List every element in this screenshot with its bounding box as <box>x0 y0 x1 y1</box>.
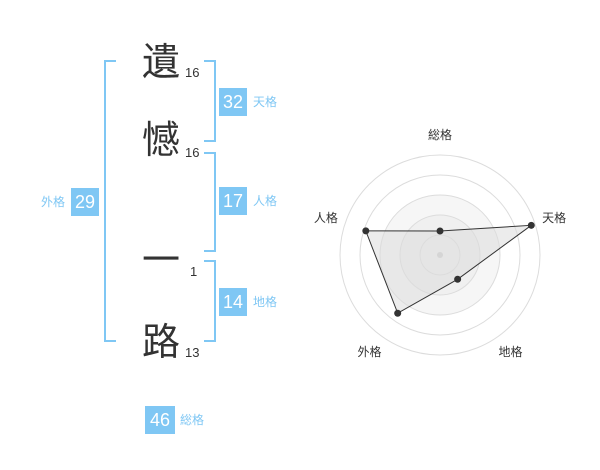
jinkaku-label: 人格 <box>253 194 278 208</box>
stroke-count-1: 16 <box>185 65 200 80</box>
stroke-count-2: 16 <box>185 145 200 160</box>
soukaku-label: 総格 <box>180 413 205 427</box>
radar-series-polygon <box>365 224 533 314</box>
soukaku-value: 46 <box>145 406 175 434</box>
radar-point-4 <box>362 227 370 235</box>
gaikaku-value: 29 <box>71 188 99 216</box>
gaikaku-bracket <box>104 60 116 342</box>
radar-axis-label-4: 人格 <box>314 210 338 225</box>
radar-point-0 <box>436 227 444 235</box>
jinkaku-value: 17 <box>219 187 247 215</box>
name-char-3: 一 <box>141 238 180 282</box>
radar-axis-label-3: 外格 <box>357 344 381 359</box>
radar-point-1 <box>527 221 535 229</box>
name-char-4: 路 <box>141 320 180 364</box>
tenkaku-label: 天格 <box>253 95 278 109</box>
tenkaku-bracket <box>204 60 216 142</box>
gaikaku-label: 外格 <box>41 195 66 209</box>
chikaku-label: 地格 <box>253 295 278 309</box>
tenkaku-value: 32 <box>219 88 247 116</box>
stroke-count-3: 1 <box>190 264 198 279</box>
jinkaku-bracket <box>204 152 216 252</box>
radar-point-3 <box>394 309 402 317</box>
chikaku-bracket <box>204 260 216 342</box>
chikaku-value: 14 <box>219 288 247 316</box>
radar-axis-label-0: 総格 <box>428 127 452 142</box>
radar-axis-label-1: 天格 <box>542 210 566 225</box>
name-char-2: 憾 <box>141 118 180 162</box>
radar-axis-label-2: 地格 <box>498 344 522 359</box>
radar-point-2 <box>454 275 462 283</box>
name-char-1: 遺 <box>141 40 180 84</box>
stroke-count-4: 13 <box>185 345 200 360</box>
